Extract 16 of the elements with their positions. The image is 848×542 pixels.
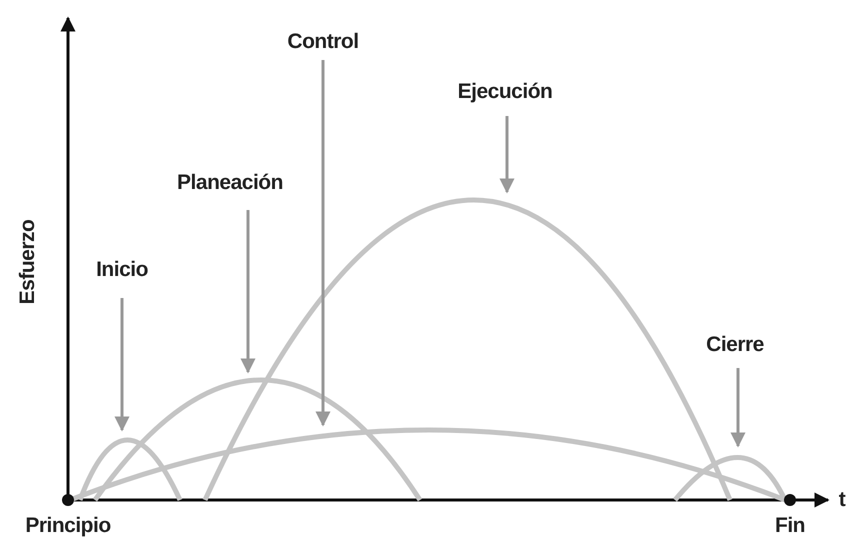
phase-label: Control (287, 30, 359, 54)
phase-label: Planeación (177, 171, 283, 195)
effort-curve (673, 455, 788, 502)
phase-label: Inicio (96, 258, 148, 282)
phase-label: Cierre (706, 333, 764, 357)
phase-label: Ejecución (458, 80, 552, 104)
leader-arrow (240, 210, 256, 374)
leader-arrow (500, 116, 514, 194)
leader-arrow (114, 298, 130, 432)
leader-arrow (316, 60, 330, 426)
axis-title: t (838, 488, 846, 512)
axis-title: Esfuerzo (16, 220, 40, 304)
leader-arrow (730, 368, 746, 448)
axis-point-label: Fin (775, 514, 805, 538)
effort-curve (93, 378, 422, 502)
axis-point-label: Principio (25, 514, 111, 538)
